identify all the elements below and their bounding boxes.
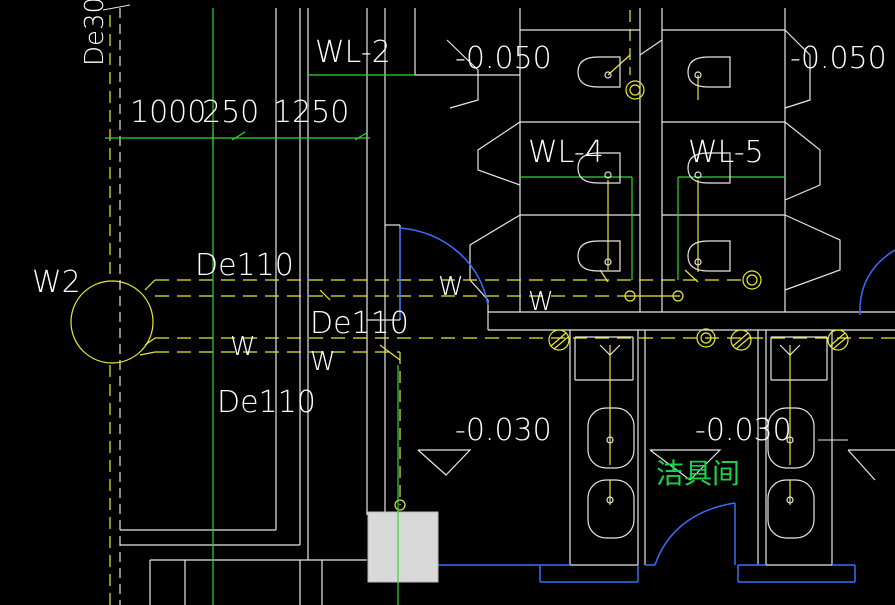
selection-grip-box[interactable] [367, 511, 439, 583]
toilet-fixtures [577, 56, 815, 539]
walls [119, 8, 895, 605]
label-w-d: W [310, 347, 336, 377]
label-de110-c: De110 [217, 385, 316, 420]
label-w-a: W [438, 272, 464, 302]
doors-blue [399, 227, 895, 583]
label-w-b: W [528, 287, 554, 317]
label-wl2: WL-2 [315, 35, 391, 70]
label-w2: W2 [32, 265, 81, 300]
label-de30: De30 [80, 0, 110, 66]
dimension-250: 250 [202, 95, 259, 130]
elevation-2: -0.050 [790, 41, 887, 76]
label-wl4: WL-4 [528, 135, 604, 170]
label-de110-a: De110 [195, 248, 294, 283]
elevation-3: -0.030 [455, 413, 552, 448]
label-w-c: W [230, 332, 256, 362]
pipes-green [105, 8, 785, 605]
pipes-yellow [70, 10, 895, 605]
label-wl5: WL-5 [688, 135, 764, 170]
room-label-janitor: 洁具间 [656, 457, 740, 490]
label-de110-b: De110 [310, 306, 409, 341]
dimension-1250: 1250 [273, 95, 349, 130]
elevation-4: -0.030 [695, 413, 792, 448]
elevation-1: -0.050 [455, 41, 552, 76]
dimension-1000: 1000 [130, 95, 206, 130]
